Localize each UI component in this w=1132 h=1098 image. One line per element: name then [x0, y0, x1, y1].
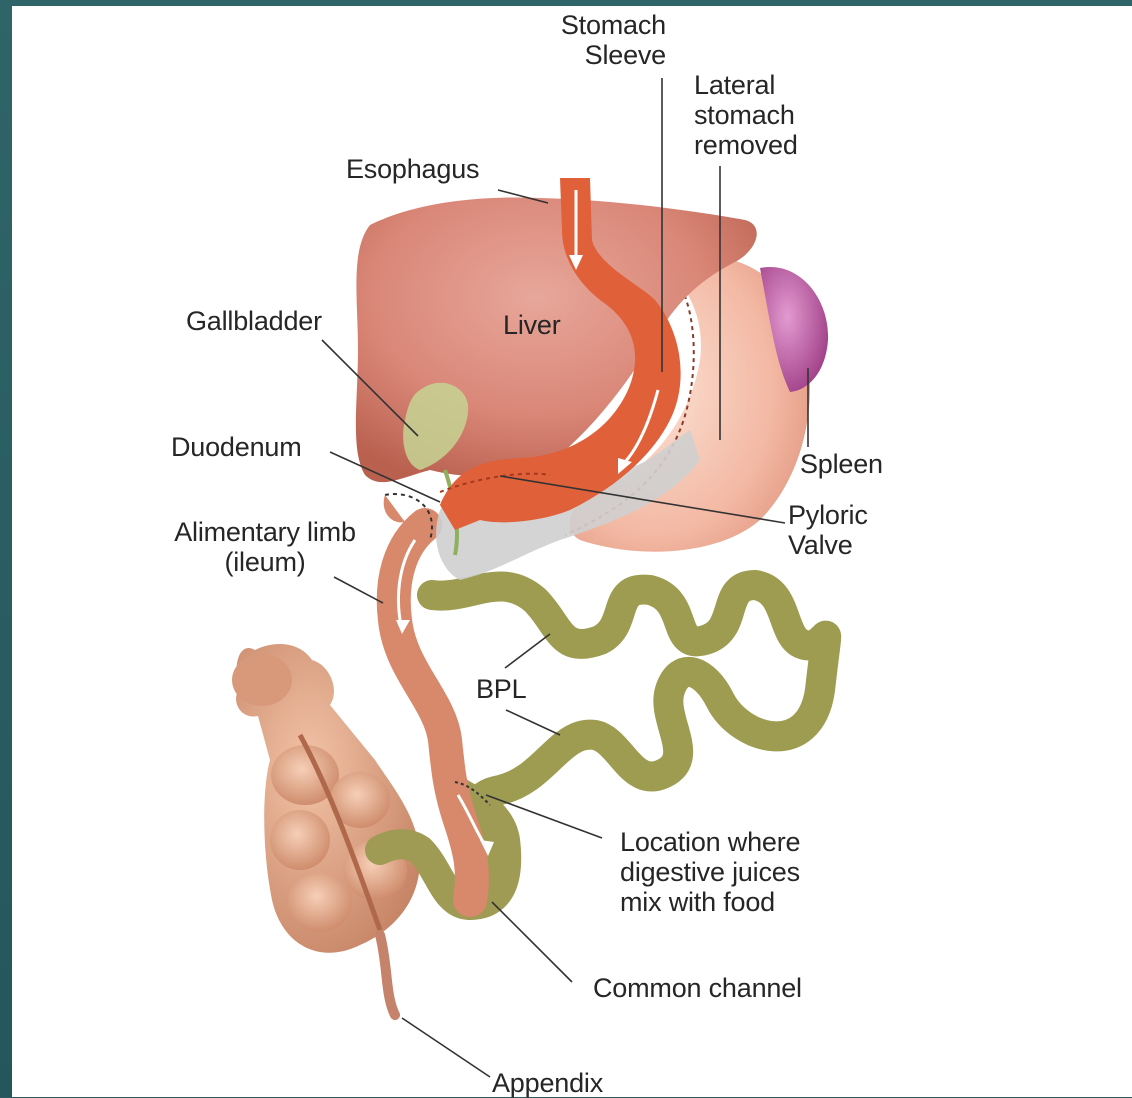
label-gallbladder: Gallbladder — [186, 306, 322, 336]
label-liver: Liver — [503, 310, 561, 340]
appendix-shape — [380, 935, 395, 1015]
leader-appendix — [402, 1018, 490, 1077]
label-alimentary-limb: Alimentary limb (ileum) — [160, 517, 370, 577]
label-appendix: Appendix — [492, 1068, 603, 1098]
haustra-3 — [270, 810, 330, 870]
haustra-5 — [288, 872, 352, 932]
leader-alimentary-limb — [334, 577, 383, 603]
label-esophagus: Esophagus — [346, 154, 479, 184]
label-pyloric-valve: Pyloric Valve — [788, 500, 898, 560]
leader-bpl-1 — [505, 634, 550, 668]
label-spleen: Spleen — [800, 449, 883, 479]
leader-bpl-2 — [506, 710, 560, 735]
label-stomach-sleeve: Stomach Sleeve — [536, 10, 666, 70]
label-bpl: BPL — [476, 674, 526, 704]
colon-tip — [232, 654, 292, 706]
label-mixing-location: Location where digestive juices mix with… — [620, 827, 850, 917]
label-lateral-stomach-removed: Lateral stomach removed — [694, 70, 844, 160]
leader-common-channel — [492, 902, 572, 982]
label-duodenum: Duodenum — [171, 432, 302, 462]
colon-illustration — [232, 644, 420, 1015]
label-common-channel: Common channel — [593, 973, 802, 1003]
duodenal-stump-fill — [384, 495, 405, 522]
